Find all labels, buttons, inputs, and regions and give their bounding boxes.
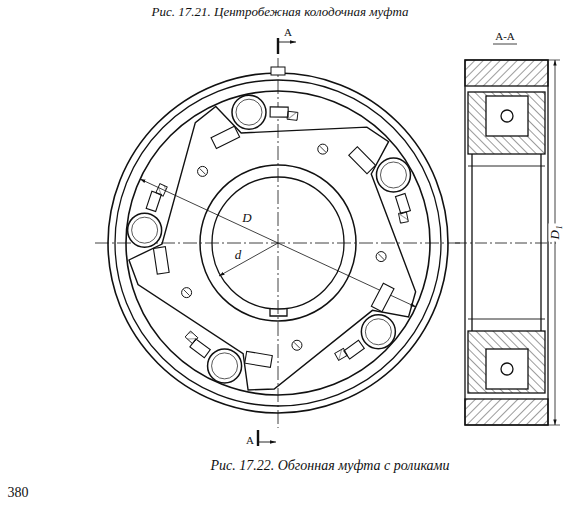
roller-stop [211, 126, 240, 148]
drawing-label: D [240, 211, 253, 224]
hole [376, 252, 386, 262]
spring-housing [156, 184, 167, 196]
figure-caption: Рис. 17.22. Обгонная муфта с роликами [210, 459, 449, 473]
spring-plunger [270, 107, 288, 117]
drawing-label: A-A [495, 31, 515, 42]
cam-profile [129, 107, 416, 390]
roller-stop [349, 147, 376, 174]
hole-mark [184, 290, 190, 296]
roller [128, 213, 162, 247]
roller [376, 158, 410, 192]
hole-mark [378, 254, 384, 260]
roller-stop [153, 247, 169, 274]
roller-stop [371, 283, 394, 312]
hole-mark [294, 342, 300, 348]
hole [318, 144, 328, 154]
roller-inner [380, 162, 406, 188]
hole [198, 166, 208, 176]
drawing-label: A [246, 435, 254, 446]
roller-inner [236, 99, 262, 125]
dimension-lines [140, 179, 416, 307]
spring-plunger [395, 194, 410, 214]
hole [292, 340, 302, 350]
roller [361, 315, 395, 349]
drawing-label: A [284, 27, 292, 38]
spring-housing [335, 348, 348, 360]
spring-housing [399, 212, 409, 223]
drawing-label: D₁ [548, 223, 561, 241]
hole-mark [320, 146, 326, 152]
roller [208, 349, 242, 383]
roller-inner [132, 217, 158, 243]
roller-inner [212, 353, 238, 379]
center-lines [95, 58, 460, 428]
drawing-label: d [233, 248, 244, 261]
spring-housing [185, 331, 198, 344]
hole [182, 288, 192, 298]
section-view [455, 60, 560, 425]
roller [232, 95, 266, 129]
drawing-label: 380 [8, 486, 29, 500]
drawing-label: Рис. 17.21. Центробежная колодочная муфт… [152, 5, 409, 18]
spring-housing [287, 111, 298, 120]
lug [271, 67, 285, 75]
roller-stop [245, 351, 273, 367]
hole-mark [200, 168, 206, 174]
cam-rollers [128, 67, 416, 390]
roller-inner [365, 319, 391, 345]
